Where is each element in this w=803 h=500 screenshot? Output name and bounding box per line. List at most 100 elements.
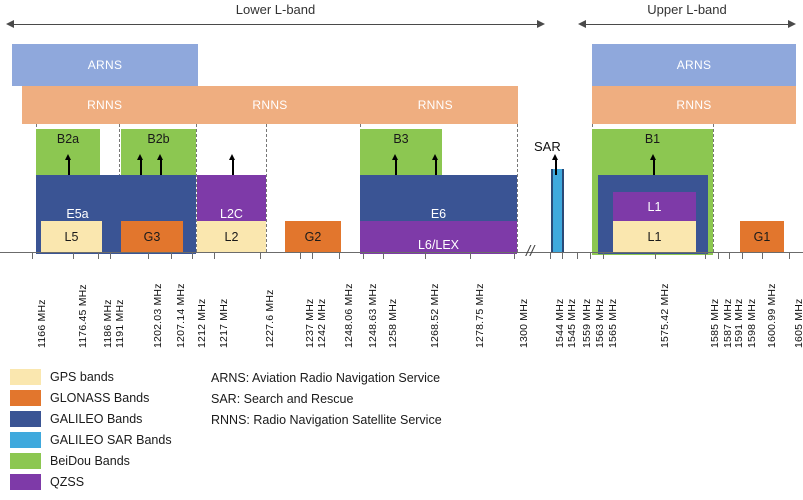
axis-tick-label: 1217 MHz — [218, 298, 230, 348]
axis-tick-label: 1248.63 MHz — [367, 283, 379, 348]
service-bar-label: RNNS — [252, 98, 288, 112]
axis-tick — [300, 252, 302, 259]
axis-tick — [742, 252, 744, 259]
band-block-label: B1 — [644, 132, 661, 146]
span-label-upper-l-band: Upper L-band — [647, 2, 727, 17]
uparrow-b1 — [650, 154, 656, 160]
service-bar-label: ARNS — [87, 58, 123, 72]
service-bar-rnns-upper: RNNS — [592, 86, 796, 124]
service-bar-label: RNNS — [417, 98, 453, 112]
axis-tick — [789, 252, 791, 259]
axis-tick — [655, 252, 657, 259]
uparrow-sar — [552, 154, 558, 160]
axis-tick-label: 1591 MHz — [733, 298, 745, 348]
axis-tick — [603, 252, 605, 259]
axis-tick — [73, 252, 75, 259]
axis-tick — [214, 252, 216, 259]
axis-tick — [339, 252, 341, 259]
legend-qzss-label: QZSS — [50, 475, 85, 489]
arrow-right-icon — [788, 20, 796, 28]
axis-tick-label: 1565 MHz — [607, 298, 619, 348]
service-bar-label: ARNS — [676, 58, 712, 72]
abbr-arns: ARNS: Aviation Radio Navigation Service — [211, 371, 441, 385]
legend-beidou-label: BeiDou Bands — [50, 454, 130, 468]
frequency-axis — [0, 252, 803, 253]
axis-tick-label: 1202.03 MHz — [152, 283, 164, 348]
band-block-b3-beidou: B3 — [360, 129, 442, 178]
axis-tick — [550, 252, 552, 259]
axis-tick-label: 1278.75 MHz — [474, 283, 486, 348]
band-block-label: L5 — [64, 229, 79, 244]
sar-band-label: SAR — [534, 139, 561, 154]
axis-tick — [312, 252, 314, 259]
axis-tick — [98, 252, 100, 259]
legend-swatch-legend-qzss — [10, 474, 41, 490]
uparrow-b2b-right — [157, 154, 163, 160]
band-block-label: L2C — [220, 207, 243, 221]
axis-tick — [32, 252, 34, 259]
axis-tick-label: 1600.99 MHz — [766, 283, 778, 348]
axis-tick-label: 1248.06 MHz — [343, 283, 355, 348]
axis-tick — [514, 252, 516, 259]
band-block-label: B2a — [56, 132, 80, 146]
axis-tick-label: 1575.42 MHz — [659, 283, 671, 348]
axis-tick — [762, 252, 764, 259]
uparrow-l2c — [229, 154, 235, 160]
arrow-left-icon — [6, 20, 14, 28]
band-block-g1-glonass: G1 — [740, 221, 784, 252]
band-block-l6lex-qzss: L6/LEX — [360, 221, 517, 254]
band-block-g3-glonass: G3 — [121, 221, 183, 252]
axis-tick — [260, 252, 262, 259]
axis-tick-label: 1212 MHz — [196, 298, 208, 348]
axis-tick-label: 1242 MHz — [316, 298, 328, 348]
legend-swatch-legend-gal-sar — [10, 432, 41, 448]
uparrow-l2c-stem — [232, 160, 234, 175]
uparrow-b3-right — [432, 154, 438, 160]
legend-swatch-legend-gps — [10, 369, 41, 385]
abbr-rnns: RNNS: Radio Navigation Satellite Service — [211, 413, 442, 427]
band-block-label: G1 — [753, 229, 771, 244]
band-block-g2-glonass: G2 — [285, 221, 341, 252]
band-block-l1-qzss: L1 — [613, 192, 696, 221]
axis-tick-label: 1186 MHz — [102, 299, 114, 348]
abbr-sar: SAR: Search and Rescue — [211, 392, 354, 406]
axis-tick-label: 1559 MHz — [581, 298, 593, 348]
axis-break-marker: // — [526, 243, 535, 260]
axis-tick — [192, 252, 194, 259]
axis-tick — [383, 252, 385, 259]
axis-tick-label: 1166 MHz — [36, 299, 48, 348]
axis-tick-label: 1176.45 MHz — [77, 284, 89, 348]
uparrow-b3-right-stem — [435, 160, 437, 175]
legend-swatch-legend-galileo — [10, 411, 41, 427]
axis-tick — [425, 252, 427, 259]
guide-line — [713, 124, 714, 252]
band-block-l2c-qzss: L2C — [197, 175, 266, 223]
axis-tick — [470, 252, 472, 259]
band-block-label: E6 — [430, 207, 447, 221]
axis-tick — [577, 252, 579, 259]
band-block-l1-gps: L1 — [613, 221, 696, 252]
uparrow-b2b-left-stem — [140, 160, 142, 175]
axis-tick-label: 1268.52 MHz — [429, 283, 441, 348]
legend-swatch-legend-glonass — [10, 390, 41, 406]
uparrow-b2b-right-stem — [160, 160, 162, 175]
legend-gps-label: GPS bands — [50, 370, 114, 384]
band-block-l2-gps: L2 — [197, 221, 266, 252]
span-line-lower-l-band — [13, 24, 538, 25]
axis-tick-label: 1544 MHz — [554, 298, 566, 348]
guide-line — [196, 124, 197, 252]
axis-tick-label: 1258 MHz — [387, 298, 399, 348]
uparrow-b1-stem — [653, 160, 655, 175]
span-label-lower-l-band: Lower L-band — [235, 2, 316, 17]
axis-tick — [148, 252, 150, 259]
band-block-label: E5a — [66, 207, 89, 221]
uparrow-b2a-e5a — [65, 154, 71, 160]
band-block-e6-galileo: E6 — [360, 175, 517, 223]
band-block-label: L1 — [647, 229, 662, 244]
axis-tick-label: 1563 MHz — [594, 298, 606, 348]
guide-line — [517, 124, 518, 252]
axis-tick-label: 1598 MHz — [746, 298, 758, 348]
axis-tick-label: 1585 MHz — [709, 298, 721, 348]
band-block-label: L6/LEX — [417, 238, 459, 252]
